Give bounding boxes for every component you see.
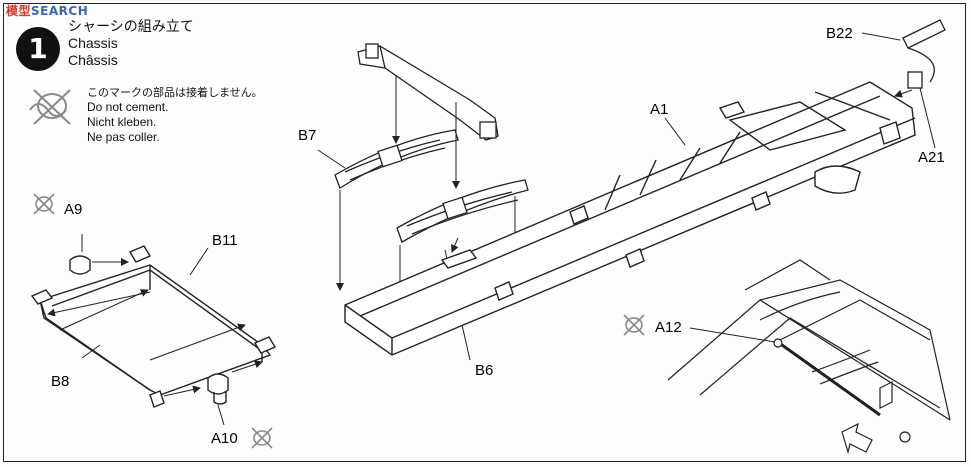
label-b6: B6 <box>475 362 493 379</box>
watermark-part2: SEARCH <box>31 4 89 18</box>
no-cement-icon <box>623 314 645 336</box>
label-a1: A1 <box>650 101 668 118</box>
no-cement-icon <box>33 193 55 215</box>
no-cement-fr: Ne pas coller. <box>87 130 160 144</box>
inset-detail <box>667 259 951 443</box>
arrow-icon <box>841 422 873 455</box>
leaf-spring-icon <box>396 179 529 243</box>
label-a21: A21 <box>918 149 945 166</box>
step-title-jp: シャーシの組み立て <box>68 19 194 35</box>
page-frame <box>3 3 966 462</box>
label-a10: A10 <box>211 430 238 447</box>
leaf-spring-icon <box>334 129 459 189</box>
chassis-frame <box>344 81 916 356</box>
step-title-fr: Châssis <box>68 52 118 68</box>
no-cement-icon <box>251 427 273 449</box>
watermark: 模型SEARCH <box>6 2 88 19</box>
step-number: 1 <box>16 27 60 71</box>
no-cement-jp: このマークの部品は接着しません。 <box>87 86 263 99</box>
label-b11: B11 <box>212 232 238 249</box>
left-subframe <box>30 245 277 408</box>
watermark-part1: 模型 <box>6 4 32 18</box>
label-b8: B8 <box>51 373 69 390</box>
spring-hanger <box>357 43 499 141</box>
label-a9: A9 <box>64 201 82 218</box>
step-title-en: Chassis <box>68 35 118 51</box>
label-b22: B22 <box>826 25 853 42</box>
no-cement-en: Do not cement. <box>87 100 169 114</box>
label-b7: B7 <box>298 127 316 144</box>
label-a12: A12 <box>655 319 682 336</box>
no-cement-icon <box>29 89 71 125</box>
shaft-part <box>902 19 946 89</box>
no-cement-de: Nicht kleben. <box>87 115 157 129</box>
